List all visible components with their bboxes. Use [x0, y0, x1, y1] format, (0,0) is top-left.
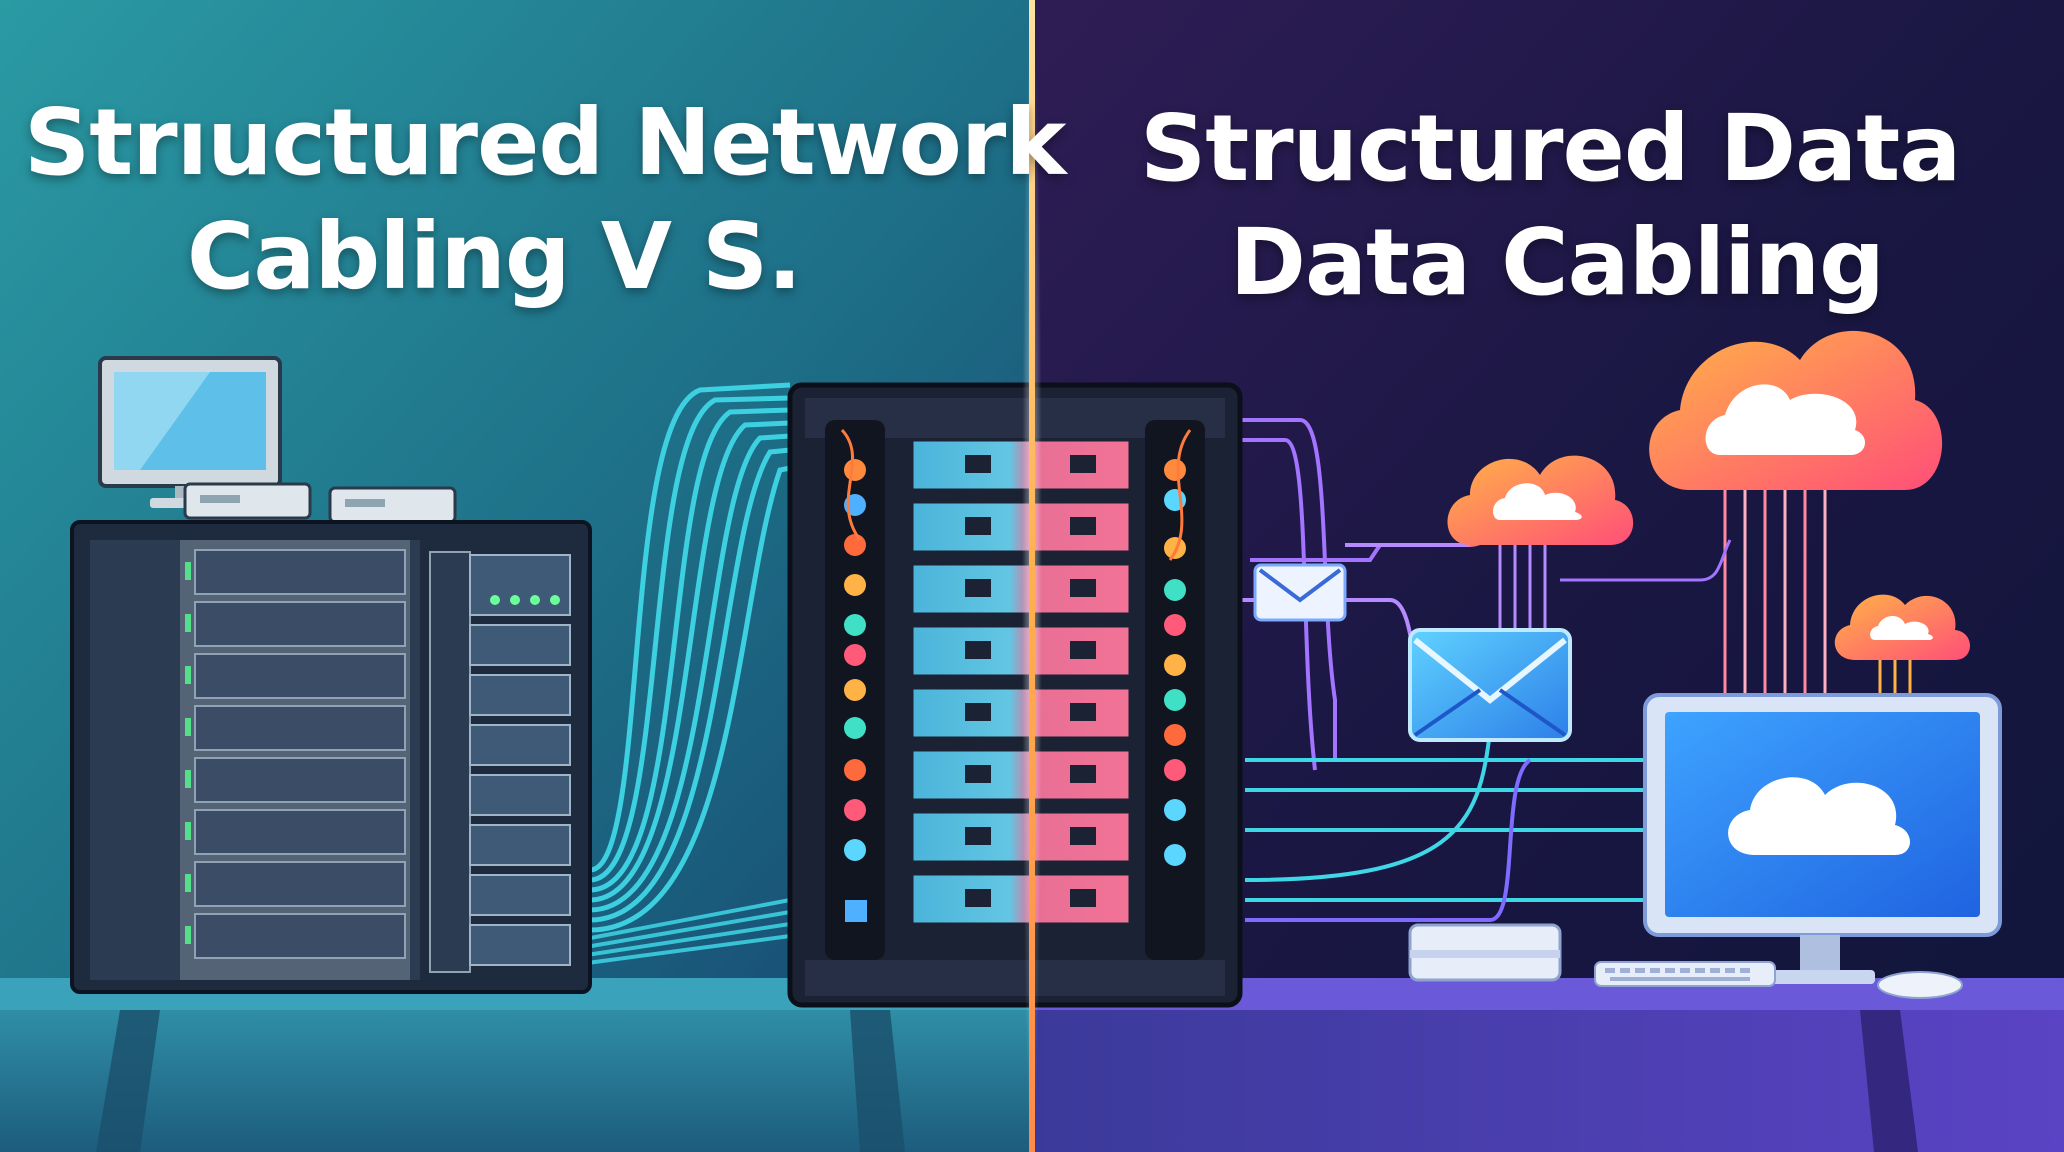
headline-right-line1: Structured Data [1140, 95, 1961, 202]
network-switch-small [183, 482, 457, 524]
rack-status-lights-right [1164, 459, 1186, 866]
cloud-icon-small [1834, 594, 1970, 660]
left-lower-cables [579, 898, 791, 966]
server-rack-icon [70, 520, 592, 994]
cloud-icon-medium [1447, 455, 1634, 545]
rack-drawers [910, 438, 1132, 926]
headline-left-line1: Strıuctured Network [24, 89, 1066, 196]
network-router-box [1408, 923, 1562, 982]
headline-right-line2: Data Cabling [1229, 209, 1885, 316]
keyboard-icon [1594, 961, 1776, 987]
envelope-icon [1253, 563, 1347, 622]
headline-right: Structured Data Data Cabling [1140, 92, 1961, 320]
desktop-monitor-icon [98, 356, 282, 508]
headline-left-line2: Cabling V S. [186, 203, 802, 310]
headline-left: Strıuctured Network Cabling V S. [24, 86, 1066, 314]
envelope-icon-large [1408, 628, 1572, 742]
left-network-cables [589, 382, 791, 933]
mouse-icon [1877, 971, 1963, 999]
left-desk [0, 978, 1032, 1152]
center-divider-glow [1022, 0, 1042, 1152]
desktop-monitor-icon-right [1643, 693, 2002, 984]
cloud-icon-large [1649, 330, 1943, 490]
center-server-rack [787, 382, 1243, 1008]
right-data-cables [1240, 418, 1700, 922]
